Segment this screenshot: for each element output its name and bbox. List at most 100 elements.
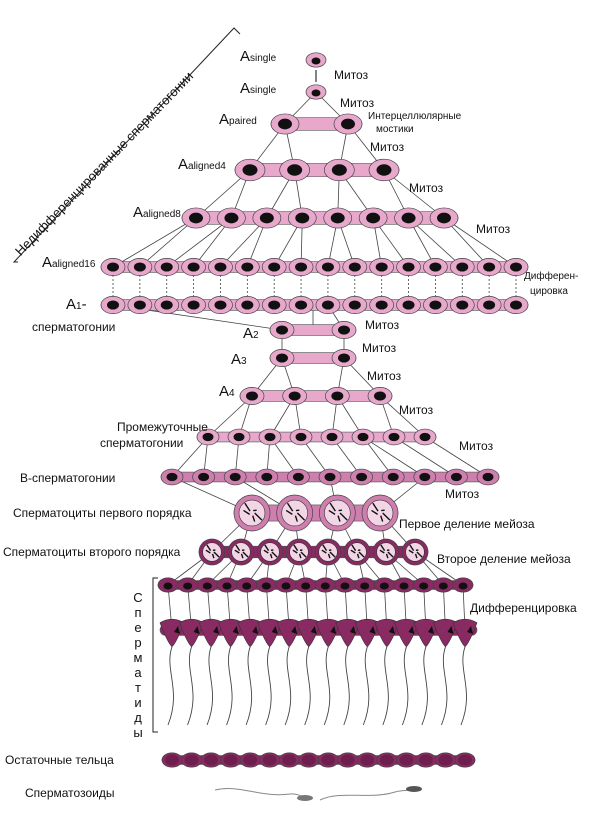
cell-row-b-spermatogonia [160, 468, 500, 486]
chromosome [379, 549, 385, 554]
cell-row-spermatocytes-1 [233, 494, 399, 532]
residual-bead [204, 754, 219, 766]
spermatid-tail [343, 646, 350, 726]
chromosome [213, 551, 220, 558]
residual-bead [321, 754, 336, 766]
spermatid-tail [323, 646, 331, 726]
chromosome [380, 544, 386, 552]
residual-bead [184, 754, 199, 766]
chromosome [371, 509, 379, 515]
a2-label: A2 [243, 325, 259, 342]
nucleus [268, 300, 281, 310]
nucleus [405, 542, 425, 562]
nucleus [281, 582, 291, 590]
spermatozoon-2-head [406, 786, 422, 792]
chromosome [351, 544, 357, 552]
mitosis-label-5: Митоз [476, 222, 511, 236]
nucleus [388, 432, 400, 442]
chromosome [416, 551, 423, 558]
nucleus [437, 212, 451, 224]
nucleus [160, 300, 173, 310]
residual-bead [243, 754, 258, 766]
chromosome [269, 553, 273, 559]
nucleus [510, 300, 522, 310]
residual-bead [438, 754, 453, 766]
spermatid-tail [245, 646, 253, 726]
intermediate-label-1: Промежуточные [117, 420, 208, 434]
nucleus [163, 582, 173, 590]
spermatozoon-1 [214, 788, 313, 799]
mitosis-label-3: Митоз [370, 140, 405, 154]
spermatid-tail [441, 646, 448, 726]
nucleus [133, 262, 146, 272]
nucleus [482, 472, 494, 482]
chromosome [298, 553, 302, 559]
nucleus [222, 582, 232, 590]
nucleus [259, 212, 274, 224]
nucleus [338, 353, 350, 363]
cell-row-a4 [239, 387, 393, 405]
nucleus [401, 212, 416, 224]
spermatids-letter: С [133, 590, 143, 605]
chromosome [358, 551, 365, 558]
acrosome [467, 626, 473, 634]
nucleus [324, 472, 336, 482]
nucleus [375, 262, 388, 272]
chromosome [387, 551, 394, 558]
acrosome [349, 626, 356, 634]
nucleus [331, 391, 344, 401]
a1-label-line2: сперматогонии [32, 320, 116, 334]
acrosome [213, 626, 220, 634]
nucleus [268, 262, 281, 272]
chromosome [244, 502, 251, 512]
nucleus [360, 582, 370, 590]
diff-label-2: цировка [530, 286, 568, 297]
spermatids-letter: м [133, 650, 143, 665]
spermatid-tail [421, 646, 428, 726]
nucleus [510, 262, 522, 272]
mitosis-label-2: Митоз [340, 96, 375, 110]
nucleus [348, 262, 361, 272]
nucleus [278, 118, 292, 130]
spermatids-letter: а [134, 665, 142, 680]
chromosome [300, 551, 307, 558]
nucleus [189, 212, 203, 224]
nucleus [260, 542, 280, 562]
chromosome [372, 502, 379, 512]
brackets [12, 27, 241, 733]
nucleus [231, 542, 251, 562]
nucleus [456, 300, 469, 310]
acrosome [447, 626, 454, 634]
nucleus [276, 353, 288, 363]
chromosome [408, 549, 414, 554]
nucleus [429, 262, 442, 272]
nucleus [261, 472, 273, 482]
chromosome [206, 544, 212, 552]
spermatozoa-label: Сперматозоиды [25, 786, 115, 800]
nucleus [224, 212, 239, 224]
nucleus [133, 300, 146, 310]
connector-line [112, 217, 197, 268]
nucleus [166, 472, 178, 482]
chromosome [328, 509, 336, 515]
nucleus [387, 472, 399, 482]
meiosis-1-label: Первое деление мейоза [399, 517, 535, 531]
acrosome [408, 626, 415, 634]
acrosome [330, 626, 337, 634]
spermatid-tail [401, 646, 409, 726]
chromosome [211, 553, 215, 559]
nucleus [375, 300, 388, 310]
bridges-label-1: Интерцеллюлярные [368, 111, 462, 122]
residual-bead [360, 754, 375, 766]
nucleus [366, 212, 381, 224]
acrosome [388, 626, 395, 634]
nucleus [419, 582, 429, 590]
acrosome [232, 626, 239, 634]
chromosome [385, 553, 389, 559]
nucleus [295, 212, 310, 224]
mitosis-label-4: Митоз [409, 181, 444, 195]
nucleus [357, 432, 369, 442]
nucleus [399, 582, 409, 590]
spermatid-tail [265, 646, 272, 726]
